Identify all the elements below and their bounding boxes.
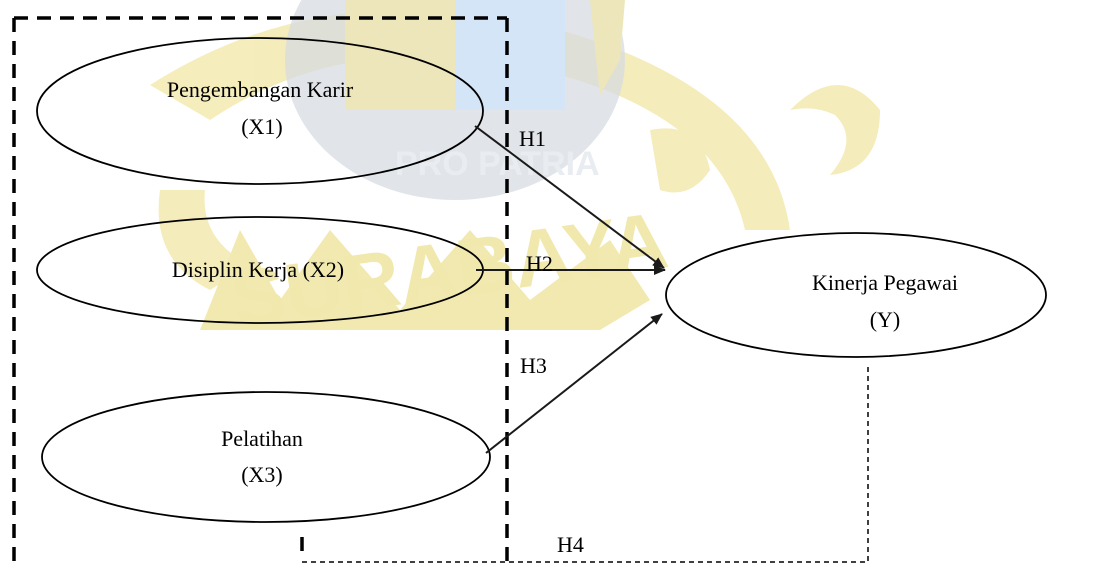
label-h4: H4 bbox=[557, 532, 584, 557]
watermark-logo: PRO PATRIA SURABAYA bbox=[150, 0, 880, 344]
node-x3-ellipse bbox=[41, 391, 491, 523]
node-y-ellipse bbox=[665, 232, 1047, 358]
arrow-h1 bbox=[474, 125, 665, 269]
label-h3: H3 bbox=[520, 353, 547, 378]
node-y-label-line2: (Y) bbox=[870, 307, 901, 332]
watermark-pro-patria: PRO PATRIA bbox=[395, 145, 600, 183]
node-x3-label-line2: (X3) bbox=[241, 462, 283, 487]
node-x1-ellipse bbox=[36, 37, 484, 185]
label-h1: H1 bbox=[519, 126, 546, 151]
node-x2-label: Disiplin Kerja (X2) bbox=[172, 257, 344, 282]
bold-dashed-frame bbox=[12, 16, 509, 567]
h4-dashed-connector bbox=[302, 363, 869, 563]
arrow-h3 bbox=[485, 313, 663, 454]
label-h2: H2 bbox=[526, 251, 553, 276]
node-x1-label-line1: Pengembangan Karir bbox=[167, 77, 354, 102]
node-y-label-line1: Kinerja Pegawai bbox=[812, 270, 958, 295]
node-x3-label-line1: Pelatihan bbox=[221, 426, 303, 451]
node-x1-label-line2: (X1) bbox=[241, 114, 283, 139]
